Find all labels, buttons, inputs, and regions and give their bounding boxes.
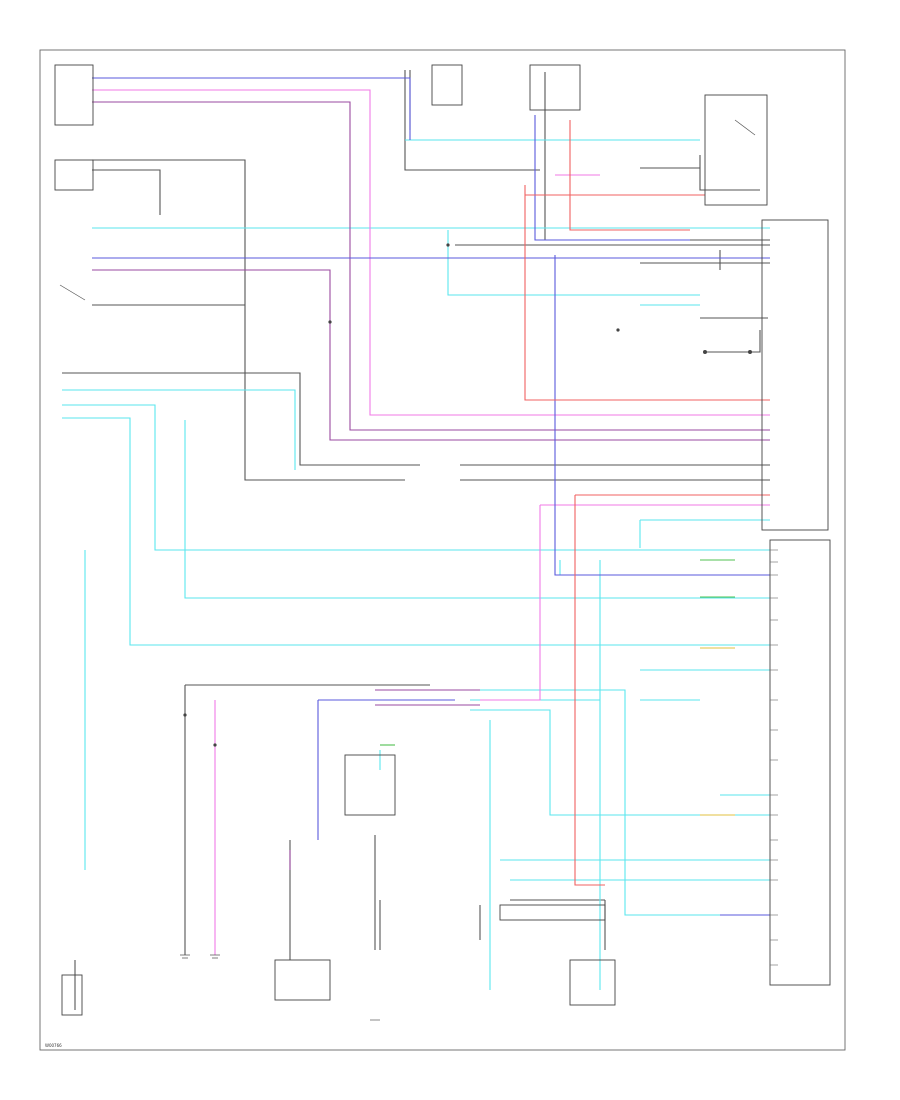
fuse-block-box bbox=[529, 64, 581, 111]
center-relay-box bbox=[344, 754, 396, 816]
component-group bbox=[54, 64, 831, 1021]
purple-wires bbox=[92, 101, 770, 870]
ground-symbol-2 bbox=[210, 954, 220, 959]
ignition-relay-box bbox=[431, 64, 463, 106]
splice-dots bbox=[183, 243, 752, 747]
black-wires bbox=[62, 70, 770, 1010]
wire-group bbox=[62, 70, 770, 1010]
bottom-right-switch bbox=[569, 959, 616, 1006]
relay-switch-symbol bbox=[734, 119, 756, 136]
yellow-wires bbox=[700, 647, 735, 816]
cyan-wires bbox=[62, 139, 770, 990]
bottom-mid-block bbox=[499, 904, 606, 921]
green-wires bbox=[380, 559, 735, 746]
red-wires bbox=[524, 120, 770, 886]
pink-wires bbox=[92, 89, 770, 955]
ground-symbol-1 bbox=[180, 954, 190, 959]
main-ecu-lower bbox=[769, 539, 831, 986]
left-connector-block bbox=[54, 64, 94, 126]
bottom-left-switch bbox=[61, 974, 83, 1016]
left-switch-symbol bbox=[59, 284, 86, 301]
bottom-sensor-switch bbox=[274, 959, 331, 1001]
blue-wires bbox=[92, 77, 770, 916]
diagram-frame bbox=[39, 49, 846, 1051]
ecu-pin-ticks bbox=[770, 549, 778, 966]
main-ecu-connector bbox=[761, 219, 829, 531]
footer-code: W00766 bbox=[45, 1043, 62, 1048]
instrument-relay-box bbox=[704, 94, 768, 206]
brake-switch-box bbox=[54, 159, 94, 191]
